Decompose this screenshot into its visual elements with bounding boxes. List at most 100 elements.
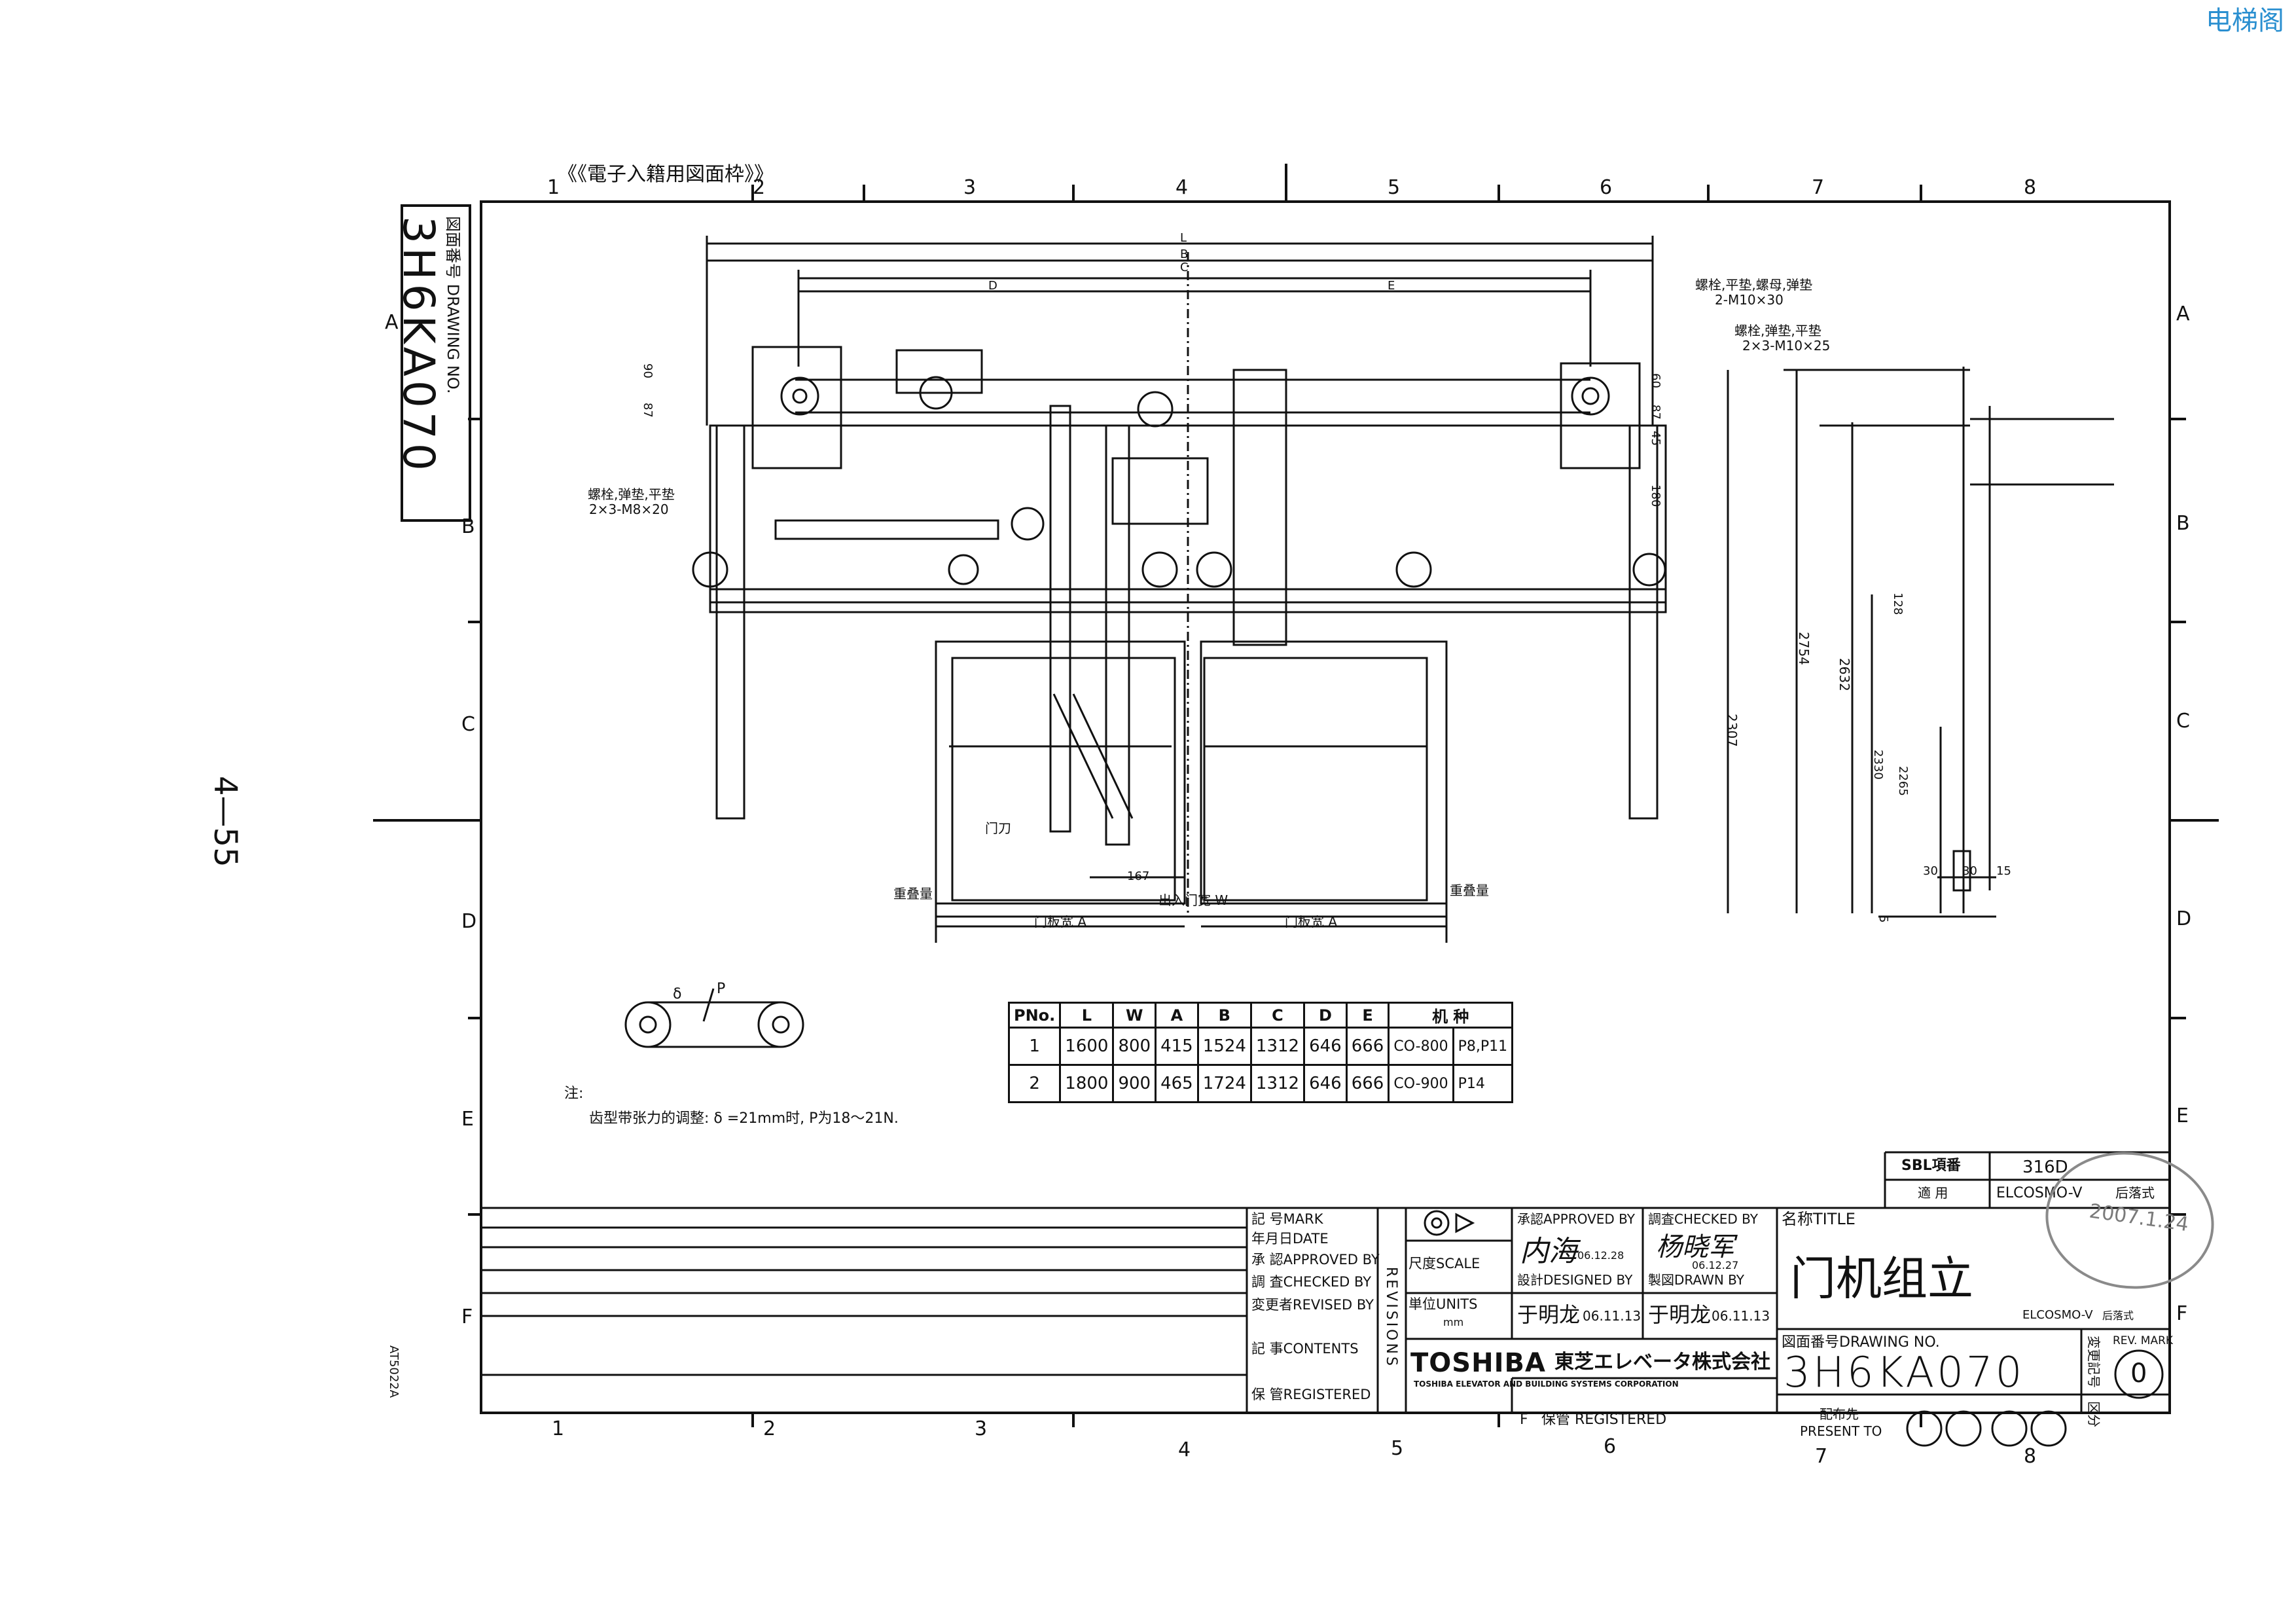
dim-e: E <box>1388 279 1395 293</box>
spec-header-a: A <box>1155 1002 1199 1029</box>
apply-value: ELCOSMO-V <box>1996 1185 2083 1201</box>
checked-date: 06.12.27 <box>1692 1259 1739 1271</box>
grid-row-d-right: D <box>2176 907 2192 930</box>
dim-l: L <box>1180 231 1187 245</box>
spec-cell: 1524 <box>1196 1027 1252 1066</box>
belt-p: P <box>717 981 726 997</box>
callout-bolt-mid: 螺栓,弹垫,平垫 <box>1734 323 1821 338</box>
present-to-label: 配布先 <box>1820 1406 1859 1422</box>
frame-header: 《《電子入籍用図面枠》》 <box>558 163 774 186</box>
callout-opening-width: 出入门宽 W <box>1158 892 1229 908</box>
belt-tension-detail <box>624 988 804 1048</box>
spec-header-w: W <box>1112 1002 1157 1029</box>
drawn-date: 06.11.13 <box>1712 1308 1770 1324</box>
grid-col-7-top: 7 <box>1812 176 1825 199</box>
date-label: 年月日DATE <box>1251 1231 1329 1247</box>
checked-label: 調 査CHECKED BY <box>1251 1274 1372 1290</box>
door-operator-front-view <box>692 236 1667 943</box>
callout-dim-167: 167 <box>1127 869 1150 883</box>
spec-header-d: D <box>1303 1002 1348 1029</box>
grid-row-a-left: A <box>385 311 399 334</box>
grid-col-2-top: 2 <box>753 176 766 199</box>
grid-col-4-top: 4 <box>1175 176 1189 199</box>
grid-col-1-bottom: 1 <box>552 1417 565 1440</box>
drawing-no-side-box <box>401 204 471 522</box>
spec-cell: 1724 <box>1196 1064 1252 1103</box>
revisions-label: REVISIONS <box>1383 1267 1399 1368</box>
grid-row-a-right: A <box>2176 302 2190 325</box>
grid-row-e-right: E <box>2176 1104 2189 1127</box>
approved-label: 承 認APPROVED BY <box>1251 1252 1380 1267</box>
callout-door-width-right: 门板宽 A <box>1285 914 1338 930</box>
units-value: mm <box>1443 1316 1464 1328</box>
dim-30-b: 30 <box>1962 864 1977 878</box>
dim-87-left: 87 <box>641 403 655 418</box>
company-jp: 東芝エレベータ株式会社 <box>1554 1351 1770 1374</box>
grid-col-6-bottom: 6 <box>1604 1435 1617 1458</box>
dim-d: D <box>988 279 997 293</box>
grid-col-6-top: 6 <box>1600 176 1613 199</box>
callout-overlap-left: 重叠量 <box>893 886 933 902</box>
grid-row-c-right: C <box>2176 710 2190 733</box>
grid-col-1-top: 1 <box>547 176 560 199</box>
belt-delta: δ <box>673 986 682 1002</box>
drawing-no-label: 図面番号DRAWING NO. <box>1782 1334 1940 1351</box>
callout-door-knife: 门刀 <box>985 820 1011 836</box>
apply-label: 適 用 <box>1918 1185 1948 1201</box>
grid-col-5-top: 5 <box>1388 176 1401 199</box>
present-to-en: PRESENT TO <box>1800 1423 1882 1439</box>
grid-col-8-bottom: 8 <box>2024 1445 2037 1468</box>
callout-bolt-mid-spec: 2×3-M10×25 <box>1742 338 1831 354</box>
units-label: 単位UNITS <box>1408 1296 1478 1312</box>
dim-c: C <box>1180 261 1189 274</box>
callout-overlap-right: 重叠量 <box>1450 883 1489 898</box>
title-label: 名称TITLE <box>1782 1210 1856 1228</box>
dim-128: 128 <box>1891 593 1905 615</box>
dim-2632: 2632 <box>1837 658 1852 691</box>
spec-cell: 1600 <box>1059 1027 1115 1066</box>
designed-by: 于明龙 <box>1517 1302 1581 1327</box>
title: 门机组立 <box>1790 1252 1973 1305</box>
scale-label: 尺度SCALE <box>1408 1256 1480 1271</box>
callout-bolt-left-spec: 2×3-M8×20 <box>589 501 669 517</box>
spec-cell: CO-900 <box>1388 1064 1454 1103</box>
note-label: 注: <box>564 1085 584 1102</box>
spec-table-header: PNo. L W A B C D E 机 种 <box>1007 1002 1514 1029</box>
spec-cell: P8,P11 <box>1452 1027 1514 1066</box>
company-logo: TOSHIBA <box>1410 1348 1546 1378</box>
sbl-label: SBL項番 <box>1901 1158 1961 1174</box>
dim-60: 60 <box>1649 373 1662 388</box>
dim-90: 90 <box>641 363 655 378</box>
spec-cell: 646 <box>1303 1027 1348 1066</box>
callout-door-width-left: 门板宽 A <box>1034 914 1087 930</box>
spec-header-l: L <box>1059 1002 1115 1029</box>
mark-label: 記 号MARK <box>1251 1211 1323 1227</box>
revision-grid <box>481 1151 2170 1413</box>
revised-label: 変更者REVISED BY <box>1251 1297 1374 1313</box>
spec-cell: 415 <box>1155 1027 1199 1066</box>
callout-bolt-top-spec: 2-M10×30 <box>1715 292 1784 308</box>
dim-2754: 2754 <box>1796 632 1812 665</box>
grid-row-e-left: E <box>461 1108 474 1131</box>
table-row: 1 1600 800 415 1524 1312 646 666 CO-800 … <box>1007 1027 1514 1066</box>
rev-side-label: 変更記号 <box>2086 1336 2102 1388</box>
dim-30-a: 30 <box>1923 864 1938 878</box>
registered-bottom: 保管 REGISTERED <box>1541 1412 1667 1428</box>
grid-row-b-right: B <box>2176 512 2190 535</box>
contents-label: 記 事CONTENTS <box>1251 1341 1359 1357</box>
grid-col-2-bottom: 2 <box>763 1417 776 1440</box>
grid-col-8-top: 8 <box>2024 176 2037 199</box>
grid-col-5-bottom: 5 <box>1391 1437 1404 1460</box>
dim-2307: 2307 <box>1724 714 1740 747</box>
spec-header-model: 机 种 <box>1388 1002 1514 1029</box>
grid-row-c-left: C <box>461 713 475 736</box>
spec-cell: 2 <box>1007 1064 1062 1103</box>
callout-bolt-left: 螺栓,弹垫,平垫 <box>588 486 675 502</box>
approved-by: 内海 <box>1520 1235 1577 1268</box>
spec-cell: 666 <box>1345 1027 1390 1066</box>
spec-header-pno: PNo. <box>1007 1002 1062 1029</box>
dim-15: 15 <box>1996 864 2011 878</box>
note-text: 齿型带张力的调整: δ =21mm时, P为18～21N. <box>589 1110 899 1127</box>
table-row: 2 1800 900 465 1724 1312 646 666 CO-900 … <box>1007 1064 1514 1103</box>
